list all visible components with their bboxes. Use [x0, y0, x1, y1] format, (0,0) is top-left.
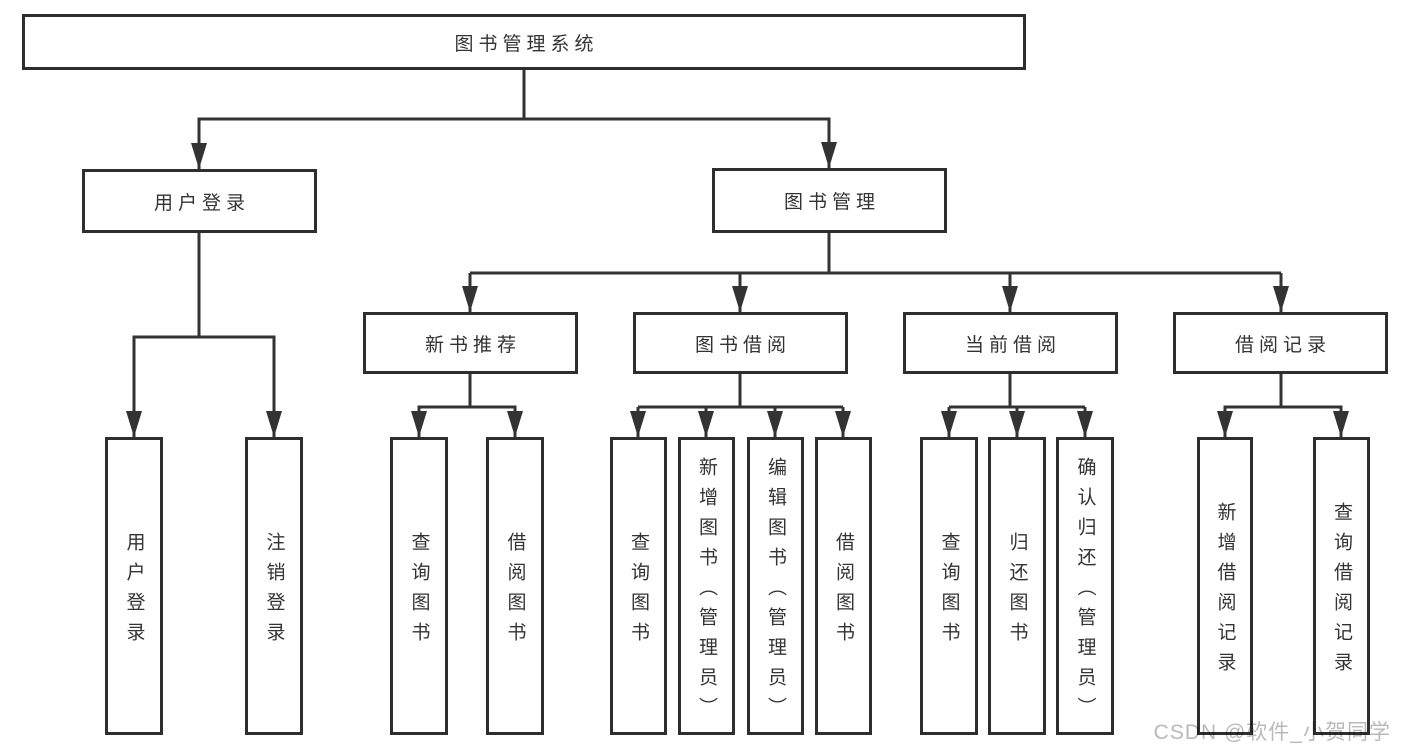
leaf-add-borrow-record: 新增借阅记录 [1197, 437, 1253, 735]
leaf-borrow-books-recommend-label: 借阅图书 [504, 531, 526, 652]
node-book-management-label: 图书管理 [783, 192, 880, 213]
csdn-watermark: CSDN @软件_小贺同学 [1153, 721, 1391, 744]
root-node-label: 图书管理系统 [454, 33, 599, 55]
leaf-user-login: 用户登录 [105, 437, 163, 735]
leaf-edit-book-admin: 编辑图书（管理员） [747, 437, 804, 735]
leaf-query-books-current: 查询图书 [920, 437, 978, 735]
leaf-add-book-admin: 新增图书（管理员） [678, 437, 735, 735]
leaf-add-borrow-record-label: 新增借阅记录 [1214, 501, 1236, 682]
node-borrow-records-label: 借阅记录 [1234, 334, 1331, 356]
node-borrow-records: 借阅记录 [1173, 312, 1388, 374]
leaf-logout-label: 注销登录 [263, 531, 285, 652]
leaf-query-borrow-record-label: 查询借阅记录 [1331, 501, 1352, 682]
leaf-return-book-label: 归还图书 [1006, 531, 1028, 652]
leaf-edit-book-admin-label: 编辑图书（管理员） [765, 456, 786, 727]
node-current-borrow: 当前借阅 [903, 312, 1118, 374]
node-book-borrow: 图书借阅 [633, 312, 848, 374]
node-book-management: 图书管理 [712, 168, 947, 233]
node-user-login: 用户登录 [82, 169, 317, 233]
leaf-query-books-current-label: 查询图书 [938, 531, 960, 652]
leaf-borrow-books-borrow-label: 借阅图书 [833, 531, 854, 652]
node-new-book-recommend-label: 新书推荐 [424, 334, 521, 356]
node-new-book-recommend: 新书推荐 [363, 312, 578, 374]
leaf-add-book-admin-label: 新增图书（管理员） [696, 456, 717, 727]
leaf-query-books-recommend-label: 查询图书 [408, 531, 430, 652]
leaf-confirm-return-admin: 确认归还（管理员） [1056, 437, 1114, 735]
leaf-confirm-return-admin-label: 确认归还（管理员） [1074, 456, 1096, 727]
leaf-query-books-borrow: 查询图书 [610, 437, 667, 735]
leaf-query-books-borrow-label: 查询图书 [628, 531, 649, 652]
leaf-query-books-recommend: 查询图书 [390, 437, 448, 735]
node-current-borrow-label: 当前借阅 [964, 334, 1061, 356]
leaf-borrow-books-borrow: 借阅图书 [815, 437, 872, 735]
leaf-logout: 注销登录 [245, 437, 303, 735]
leaf-query-borrow-record: 查询借阅记录 [1313, 437, 1370, 735]
node-user-login-label: 用户登录 [153, 192, 250, 214]
node-book-borrow-label: 图书借阅 [694, 334, 791, 356]
leaf-return-book: 归还图书 [988, 437, 1046, 735]
leaf-borrow-books-recommend: 借阅图书 [486, 437, 544, 735]
leaf-user-login-label: 用户登录 [123, 531, 145, 652]
root-node-library-management-system: 图书管理系统 [22, 14, 1026, 70]
